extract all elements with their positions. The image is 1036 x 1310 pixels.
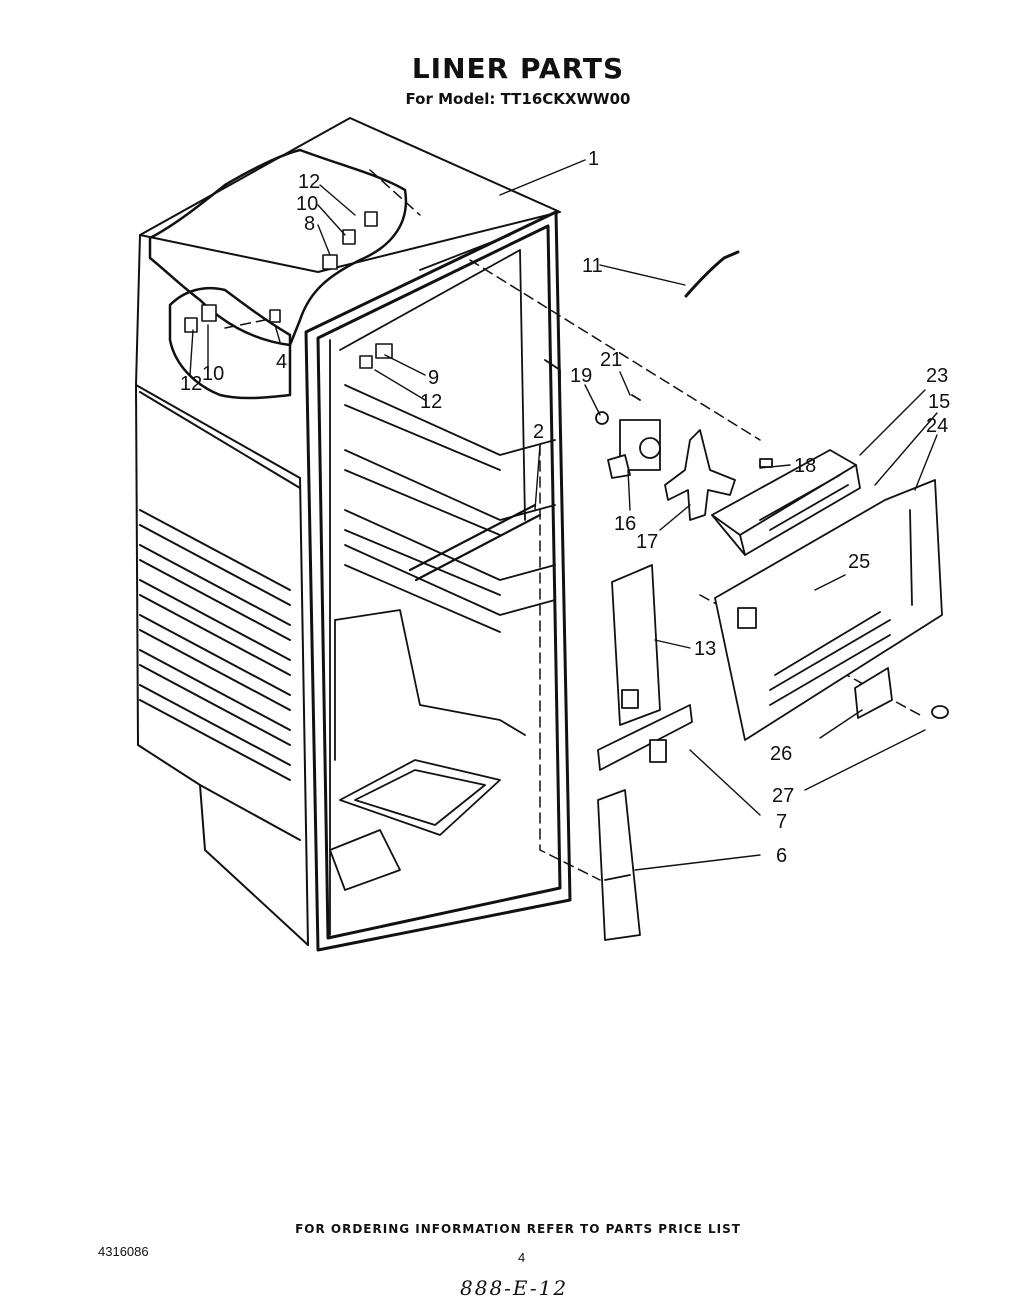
duct-part-6 xyxy=(597,789,641,941)
model-subtitle: For Model: TT16CKXWW00 xyxy=(405,90,631,108)
bracket-part-2 xyxy=(408,503,542,582)
callout-11: 11 xyxy=(582,255,603,277)
callout-10-left: 10 xyxy=(202,363,224,385)
callout-19: 19 xyxy=(570,365,592,387)
page-title: LINER PARTS xyxy=(411,52,625,85)
callout-25: 25 xyxy=(848,551,870,573)
leader-lines xyxy=(189,159,938,871)
callout-10-top: 10 xyxy=(296,193,318,215)
callout-13: 13 xyxy=(694,638,716,660)
callout-12-top: 12 xyxy=(298,171,320,193)
callout-12-mid: 12 xyxy=(420,391,442,413)
callout-27: 27 xyxy=(772,785,794,807)
rear-panel-part-24 xyxy=(714,479,943,741)
callout-2: 2 xyxy=(533,421,544,443)
callout-8: 8 xyxy=(304,213,315,235)
cabinet-clips xyxy=(184,211,393,369)
fan-motor-assembly xyxy=(595,394,736,521)
callout-1: 1 xyxy=(588,148,599,170)
callout-17: 17 xyxy=(636,531,658,553)
fan-blade-part-17 xyxy=(664,429,736,521)
callout-12-left: 12 xyxy=(180,373,202,395)
document-number: 4316086 xyxy=(98,1244,149,1259)
callout-15: 15 xyxy=(928,391,950,413)
interior-liner xyxy=(329,234,561,936)
callout-9: 9 xyxy=(428,367,439,389)
tube-part-11 xyxy=(684,250,740,298)
cabinet-body xyxy=(135,117,561,946)
callout-21: 21 xyxy=(600,349,622,371)
callout-7: 7 xyxy=(776,811,787,833)
page-number: 4 xyxy=(518,1250,526,1265)
callout-6: 6 xyxy=(776,845,787,867)
cover-plate-part-26 xyxy=(854,667,949,719)
handwritten-code: 888-E-12 xyxy=(460,1276,569,1300)
callout-labels: 1 12 10 8 11 4 12 10 9 12 21 19 23 15 24… xyxy=(180,148,950,867)
callout-4: 4 xyxy=(276,351,287,373)
callout-24: 24 xyxy=(926,415,948,437)
callout-18: 18 xyxy=(794,455,816,477)
callout-16: 16 xyxy=(614,513,636,535)
ordering-footer: FOR ORDERING INFORMATION REFER TO PARTS … xyxy=(295,1222,741,1236)
callout-26: 26 xyxy=(770,743,792,765)
evaporator-cover-part-23 xyxy=(711,449,861,556)
baffle-part-7 xyxy=(597,704,693,771)
duct-part-13 xyxy=(611,564,661,726)
callout-23: 23 xyxy=(926,365,948,387)
front-frame xyxy=(304,210,572,952)
